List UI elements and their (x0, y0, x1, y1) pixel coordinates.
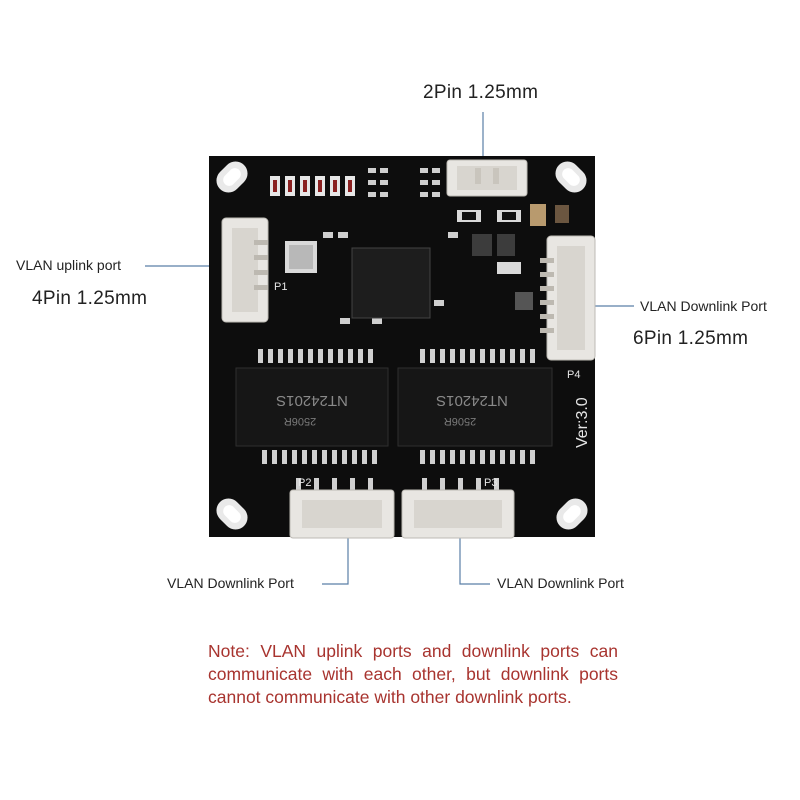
transformer-right-code: 2506R (444, 415, 476, 427)
connector-bottom-left (289, 478, 395, 539)
mounting-hole-bottom-right (556, 498, 588, 530)
silk-p3: P3 (484, 477, 497, 489)
vlan-note: Note: VLAN uplink ports and downlink por… (208, 641, 618, 707)
connector-4pin-uplink (221, 217, 269, 323)
silkscreen-labels: P1 P2 P3 P4 Ver:3.0 (274, 281, 591, 489)
transformer-left-code: 2506R (284, 415, 316, 427)
crystal-oscillator (285, 241, 317, 273)
label-bottom-right-port: VLAN Downlink Port (497, 575, 624, 591)
label-bottom-left-port: VLAN Downlink Port (167, 575, 294, 591)
resistor-array (368, 168, 440, 197)
leader-bottom-right (459, 518, 490, 585)
label-uplink-pin: 4Pin 1.25mm (32, 288, 148, 309)
mounting-hole-top-left (216, 161, 248, 193)
connector-bottom-right (401, 478, 515, 539)
mounting-hole-bottom-left (216, 498, 248, 530)
passive-components (323, 204, 569, 324)
mounting-hole-top-right (555, 161, 587, 193)
transformer-left: NT24201S 2506R (235, 367, 389, 447)
switch-chip (351, 247, 431, 319)
silk-version: Ver:3.0 (574, 397, 591, 448)
label-right-pin: 6Pin 1.25mm (633, 328, 749, 349)
label-uplink-port: VLAN uplink port (16, 257, 122, 273)
connector-2pin-top (446, 159, 528, 197)
label-right-port: VLAN Downlink Port (640, 298, 767, 314)
silk-p2: P2 (298, 477, 311, 489)
transformer-pins (258, 349, 535, 464)
led-row (270, 176, 355, 196)
transformer-right: NT24201S 2506R (397, 367, 553, 447)
mounting-holes (216, 161, 588, 530)
transformer-right-model: NT24201S (436, 392, 508, 409)
silk-p4: P4 (567, 369, 580, 381)
connector-6pin-right (540, 235, 596, 361)
label-2pin-top: 2Pin 1.25mm (423, 82, 539, 103)
silk-p1: P1 (274, 281, 287, 293)
leader-bottom-left (322, 518, 349, 585)
transformer-left-model: NT24201S (276, 392, 348, 409)
